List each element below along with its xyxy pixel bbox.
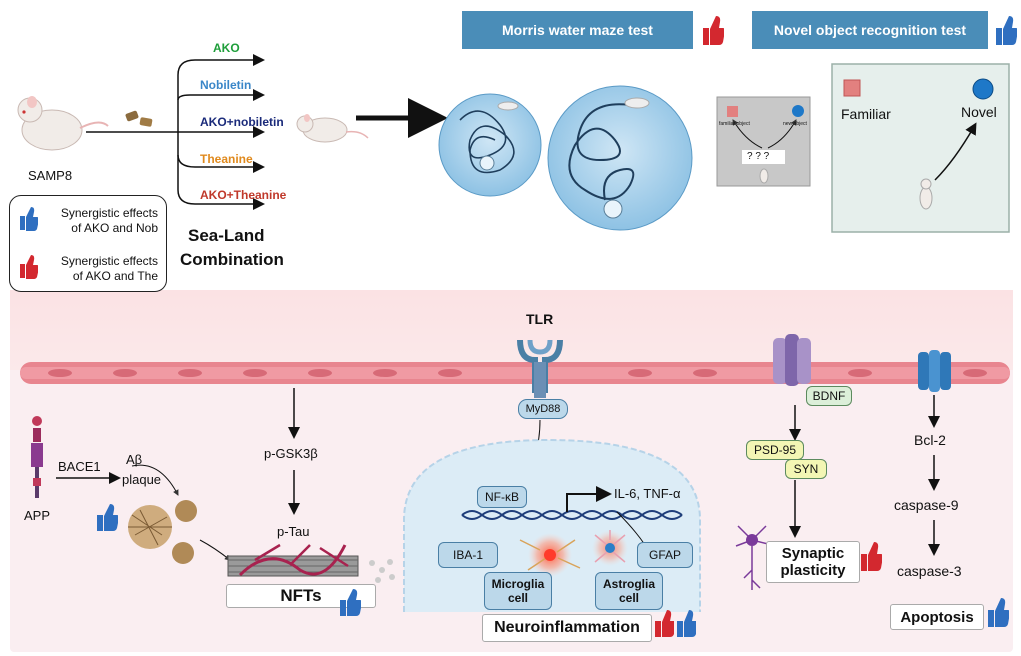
bace1-label: BACE1: [58, 459, 101, 474]
thumbs-up-red-icon: [700, 12, 725, 48]
bcl2-channel-icon: [918, 350, 951, 392]
tlr-receptor-icon: [517, 339, 563, 398]
samp8-mouse-icon: [17, 96, 109, 151]
app-protein-icon: [31, 416, 43, 498]
synaptic-line2: plasticity: [780, 562, 846, 579]
samp8-label: SAMP8: [28, 168, 73, 183]
legend-box: Synergistic effects of AKO and Nob Syner…: [9, 195, 167, 292]
tlr-label: TLR: [526, 311, 554, 327]
astroglia-line2: cell: [618, 591, 639, 605]
dna-strand-icon: [461, 510, 683, 520]
apoptosis-box: Apoptosis: [890, 604, 984, 630]
bcl2-label: Bcl-2: [914, 432, 946, 448]
thumbs-up-blue-icon: [16, 204, 39, 232]
amyloid-plaque-icon: [128, 500, 197, 564]
microglia-cell-icon: [519, 533, 581, 577]
p-gsk3b-label: p-GSK3β: [264, 446, 318, 461]
membrane-nuclei: [48, 369, 987, 377]
novel-object-recognition-banner: Novel object recognition test: [752, 11, 988, 49]
nucleus-dome: [403, 438, 701, 612]
thumbs-up-red-icon: [16, 252, 39, 280]
group-label-theanine: Theanine: [200, 152, 253, 166]
myd88-pill: MyD88: [518, 399, 568, 419]
neuroinflammation-box: Neuroinflammation: [482, 614, 652, 642]
water-maze-pool-small: [438, 93, 542, 197]
p-tau-label: p-Tau: [277, 524, 310, 539]
abeta-label: Aβ: [126, 452, 143, 467]
treated-mouse-icon: [296, 114, 369, 143]
nor-arena-small: [716, 96, 811, 187]
caspase9-label: caspase-9: [894, 497, 959, 513]
thumbs-up-blue-icon: [985, 594, 1010, 630]
combo-title-line2: Combination: [180, 250, 284, 269]
morris-water-maze-banner: Morris water maze test: [462, 11, 693, 49]
nor-familiar-label: Familiar: [841, 106, 891, 122]
extracellular-band: [10, 290, 1013, 370]
cell-membrane: [20, 362, 1010, 384]
legend-blue-line1: Synergistic effects: [60, 206, 158, 220]
microglia-cell-box: Microglia cell: [484, 572, 552, 610]
psd95-pill: PSD-95: [746, 440, 804, 460]
microglia-line1: Microglia: [491, 577, 545, 591]
astroglia-cell-box: Astroglia cell: [595, 572, 663, 610]
neurofibrillary-tangle-icon: [227, 543, 395, 583]
group-label-ako-theanine: AKO+Theanine: [200, 188, 287, 202]
gfap-pill: GFAP: [637, 542, 693, 568]
plaque-label: plaque: [122, 472, 162, 487]
neuron-icon: [735, 525, 769, 590]
water-maze-pool-large: [547, 85, 693, 231]
cytokines-label: IL-6, TNF-α: [614, 486, 681, 501]
legend-red-line2: of AKO and The: [72, 269, 158, 283]
legend-red-line1: Synergistic effects: [60, 254, 158, 268]
nfkb-pill: NF-κB: [477, 486, 527, 508]
legend-blue-line2: of AKO and Nob: [71, 221, 158, 235]
thumbs-up-blue-icon: [94, 500, 119, 534]
thumbs-up-blue-icon: [337, 585, 362, 619]
astroglia-cell-icon: [592, 530, 628, 566]
nor-novel-label: Novel: [961, 104, 997, 120]
iba1-pill: IBA-1: [438, 542, 498, 568]
combo-title-line1: Sea-Land: [188, 226, 265, 245]
bdnf-pill: BDNF: [806, 386, 852, 406]
synaptic-receptor-icon: [773, 334, 811, 386]
thumbs-up-blue-icon: [674, 606, 698, 640]
food-pellet-icon: [125, 110, 153, 127]
nor-small-new: new object: [783, 121, 807, 127]
nor-small-familiar: familiar object: [719, 121, 750, 127]
microglia-line2: cell: [507, 591, 528, 605]
thumbs-up-red-icon: [652, 606, 676, 640]
synaptic-line1: Synaptic: [781, 545, 845, 562]
thumbs-up-red-icon: [858, 538, 883, 574]
thumbs-up-blue-icon: [993, 12, 1018, 48]
synaptic-plasticity-box: Synaptic plasticity: [766, 541, 860, 583]
syn-pill: SYN: [785, 459, 827, 479]
group-label-ako: AKO: [213, 41, 240, 55]
nor-small-question: ? ? ?: [747, 151, 770, 162]
group-label-nobiletin: Nobiletin: [200, 78, 252, 92]
caspase3-label: caspase-3: [897, 563, 962, 579]
astroglia-line1: Astroglia: [602, 577, 655, 591]
app-label: APP: [24, 508, 51, 523]
group-label-ako-nobiletin: AKO+nobiletin: [200, 115, 284, 129]
nor-arena-large: [831, 63, 1010, 233]
